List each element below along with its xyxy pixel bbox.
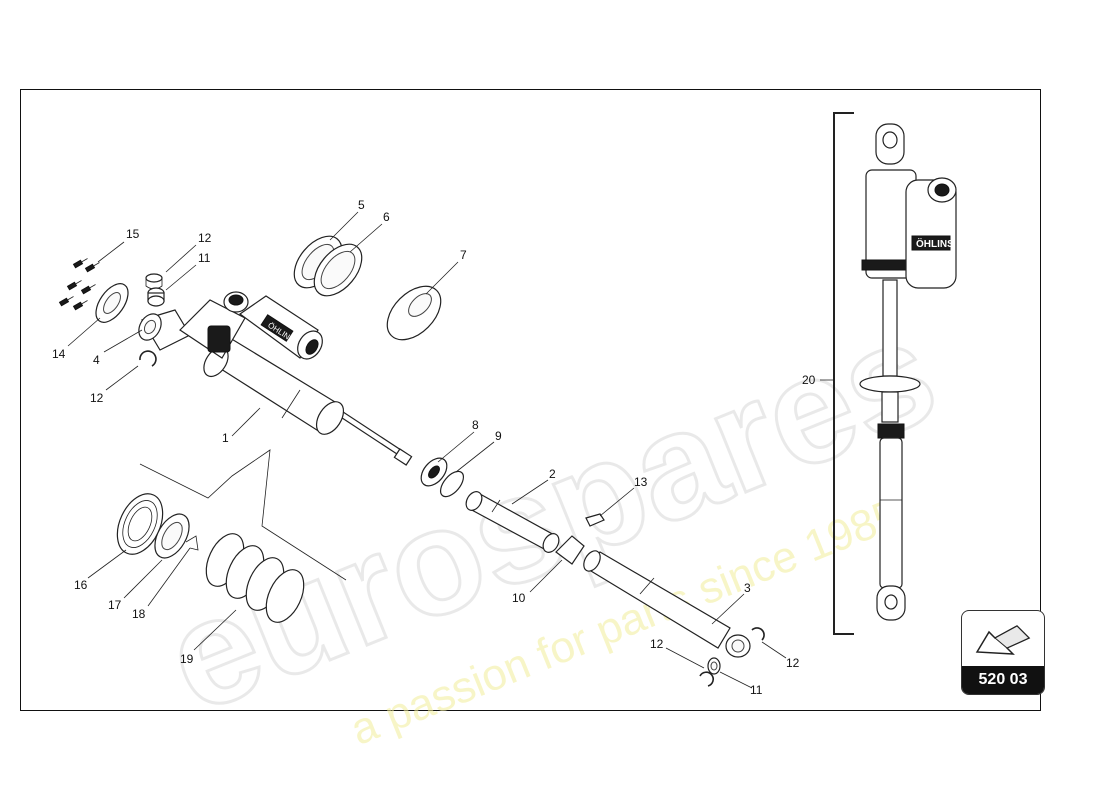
- leader-lines: [67, 211, 787, 689]
- clamp-part: [555, 513, 605, 565]
- callout-12-left: 12: [90, 391, 104, 405]
- callout-labels: 15 12 11 14 4 12 1 5 6 7 8 9 2 13 10 3 1…: [52, 198, 816, 697]
- diagram-frame: [20, 89, 1041, 711]
- main-spring-part: [205, 533, 305, 623]
- group-bracket-line: [139, 449, 347, 581]
- circlip-right-part: [751, 627, 765, 641]
- spacer-tube-part: [465, 491, 560, 553]
- spacer-top-part: [145, 273, 165, 307]
- callout-10: 10: [512, 591, 526, 605]
- seal-part: [420, 457, 448, 487]
- circlip-left-part: [139, 350, 157, 367]
- callout-12-bottom: 12: [650, 637, 664, 651]
- reference-page-link[interactable]: 520 03: [961, 610, 1045, 695]
- callout-6: 6: [383, 210, 390, 224]
- spring-spacer-part: [154, 513, 190, 559]
- bracket-item-20: [820, 112, 854, 635]
- callout-18: 18: [132, 607, 146, 621]
- assembled-shock-part: ÖHLINS: [859, 123, 957, 621]
- adjuster-ring-part: [313, 243, 363, 297]
- o-ring-part: [439, 470, 465, 498]
- spring-seat-top-part: [386, 285, 442, 341]
- callout-4: 4: [93, 353, 100, 367]
- shock-body-part: ÖHLINS: [179, 291, 413, 466]
- callout-11-bottom: 11: [750, 683, 763, 697]
- callout-2: 2: [549, 467, 556, 481]
- callout-5: 5: [358, 198, 365, 212]
- circlip-bottom-part: [699, 671, 714, 687]
- eye-mount-part: [138, 309, 191, 351]
- callout-14: 14: [52, 347, 66, 361]
- callout-1: 1: [222, 431, 229, 445]
- next-page-arrow-icon: [962, 611, 1044, 666]
- callout-7: 7: [460, 248, 467, 262]
- callout-17: 17: [108, 598, 122, 612]
- brand-label-large: ÖHLINS: [916, 237, 954, 250]
- callout-3: 3: [744, 581, 751, 595]
- flange-plate-part: [95, 283, 129, 323]
- callout-19: 19: [180, 652, 194, 666]
- callout-12-top: 12: [198, 231, 212, 245]
- callout-11-top: 11: [198, 251, 211, 265]
- callout-15: 15: [126, 227, 140, 241]
- bolts-part: [58, 258, 100, 311]
- lower-body-part: [583, 550, 751, 658]
- callout-8: 8: [472, 418, 479, 432]
- retainer-clip-part: [185, 535, 199, 551]
- callout-13: 13: [634, 475, 648, 489]
- callout-12-right: 12: [786, 656, 800, 670]
- spacer-bottom-part: [707, 657, 721, 675]
- reference-code: 520 03: [962, 666, 1044, 694]
- callout-20: 20: [802, 373, 816, 387]
- callout-9: 9: [495, 429, 502, 443]
- callout-16: 16: [74, 578, 88, 592]
